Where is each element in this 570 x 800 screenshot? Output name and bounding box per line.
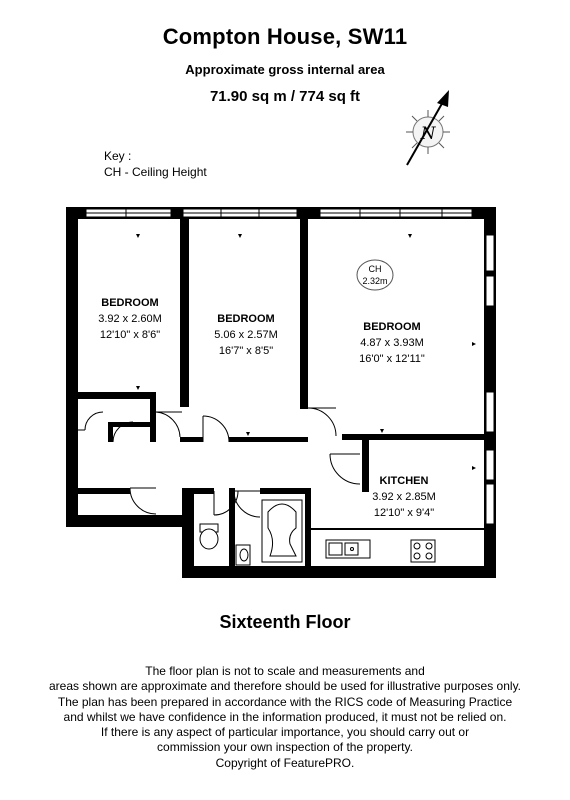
ceiling-height-label: CH <box>369 264 382 274</box>
disclaimer-line: and whilst we have confidence in the inf… <box>63 709 507 724</box>
ceiling-height-value: 2.32m <box>362 276 387 286</box>
floor-plan: N <box>66 90 496 578</box>
disclaimer-line: If there is any aspect of particular imp… <box>100 725 470 740</box>
room-imperial: 12'10" x 8'6" <box>100 329 160 341</box>
disclaimer-line: Copyright of FeaturePRO. <box>215 755 355 770</box>
room-metric: 4.87 x 3.93M <box>360 337 424 349</box>
key-entry: CH - Ceiling Height <box>104 165 207 179</box>
room-name: BEDROOM <box>217 313 274 325</box>
compass-icon: N <box>406 90 450 166</box>
basin-icon <box>235 544 251 566</box>
room-label-bedroom-3: BEDROOM 4.87 x 3.93M 16'0" x 12'11" <box>359 321 425 365</box>
bath-icon <box>261 499 303 563</box>
ceiling-height-marker: CH 2.32m <box>356 259 394 291</box>
room-label-kitchen: KITCHEN 3.92 x 2.85M 12'10" x 9'4" <box>372 475 436 519</box>
ceiling-markers <box>136 234 476 470</box>
room-metric: 3.92 x 2.85M <box>372 491 436 503</box>
compass-letter: N <box>420 124 437 144</box>
total-area: 71.90 sq m / 774 sq ft <box>209 88 361 105</box>
floor-name: Sixteenth Floor <box>219 612 351 632</box>
hob-icon <box>410 539 436 563</box>
legend-key: Key : CH - Ceiling Height <box>104 148 207 180</box>
disclaimer-line: areas shown are approximate and therefor… <box>48 679 522 694</box>
sink-icon <box>325 539 371 559</box>
toilet-icon <box>199 523 219 550</box>
room-metric: 3.92 x 2.60M <box>98 313 162 325</box>
area-subtitle: Approximate gross internal area <box>185 62 385 77</box>
right-windows <box>485 234 495 525</box>
disclaimer-line: The floor plan is not to scale and measu… <box>145 664 425 678</box>
key-heading: Key : <box>104 149 132 163</box>
room-imperial: 16'7" x 8'5" <box>219 345 273 357</box>
room-metric: 5.06 x 2.57M <box>214 329 278 341</box>
door-swings <box>78 407 361 518</box>
room-label-bedroom-1: BEDROOM 3.92 x 2.60M 12'10" x 8'6" <box>98 297 162 341</box>
disclaimer: The floor plan is not to scale and measu… <box>0 664 570 771</box>
room-name: BEDROOM <box>363 321 420 333</box>
page-title: Compton House, SW11 <box>162 24 408 49</box>
room-name: KITCHEN <box>380 475 429 487</box>
disclaimer-line: The plan has been prepared in accordance… <box>57 694 513 709</box>
interior-walls <box>78 219 484 566</box>
room-name: BEDROOM <box>101 297 158 309</box>
room-label-bedroom-2: BEDROOM 5.06 x 2.57M 16'7" x 8'5" <box>214 313 278 357</box>
room-imperial: 16'0" x 12'11" <box>359 353 425 365</box>
room-imperial: 12'10" x 9'4" <box>374 507 434 519</box>
disclaimer-line: commission your own inspection of the pr… <box>157 740 413 755</box>
